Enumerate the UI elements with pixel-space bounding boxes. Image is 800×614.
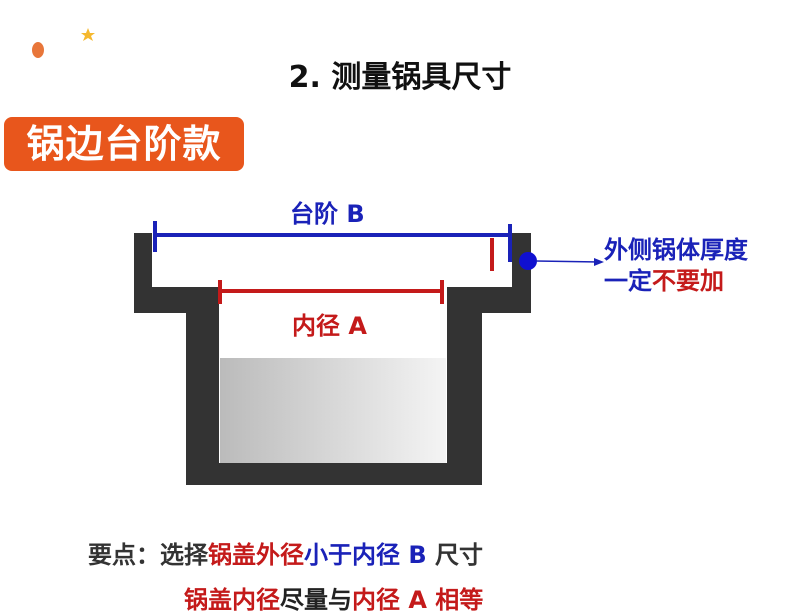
tip-emphasis: 小于内径 B [304,541,427,569]
tip-text: 尽量与 [280,586,352,614]
tip-emphasis: 锅盖内径 [184,586,280,614]
tip-label: 要点： [88,541,160,569]
tip-text: 尺寸 [426,541,484,569]
dimension-b-line [153,221,512,262]
dimension-a-line [218,238,494,304]
tip-emphasis: 内径 A [352,586,427,614]
pot-body [134,233,531,485]
tip-text: 相等 [426,586,484,614]
note-text: 一定 [604,267,652,295]
tip-text: 选择 [160,541,208,569]
pointer-arrow [535,260,601,263]
note-line-1: 外侧锅体厚度 [604,236,748,264]
category-badge: 锅边台阶款 [4,117,244,171]
note-emphasis: 不要加 [652,267,724,295]
tip-emphasis: 锅盖外径 [208,541,304,569]
food-fill [220,358,446,463]
note-line-2: 一定不要加 [604,261,724,296]
label-inner-a: 内径 A [292,312,367,340]
tip-line-2: 锅盖内径尽量与内径 A 相等 [184,580,483,614]
wall-marker-dot [519,252,537,270]
page-title: 2. 测量锅具尺寸 [288,60,512,95]
logo [32,28,95,58]
label-step-b: 台阶 B [290,200,365,228]
tip-line-1: 要点：选择锅盖外径小于内径 B 尺寸 [88,535,483,570]
